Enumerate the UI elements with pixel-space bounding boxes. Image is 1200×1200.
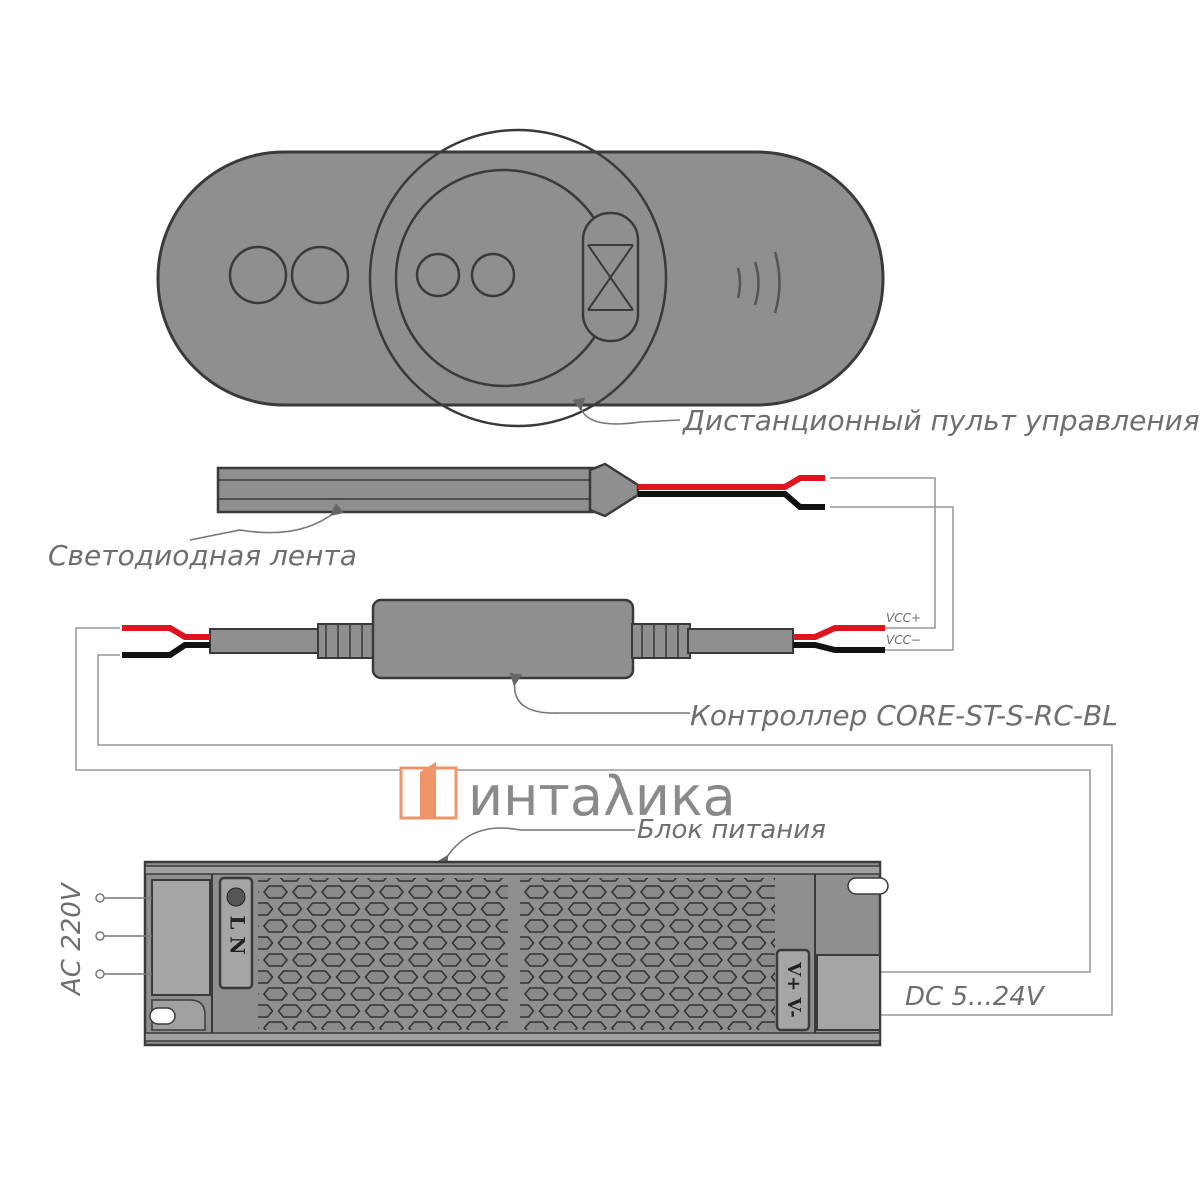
output-terminal-label: V+ V- [783, 961, 804, 1017]
remote-button [290, 245, 350, 305]
dc-voltage-label: DC 5...24V [905, 982, 1046, 1012]
controller [122, 598, 885, 680]
ac-input-terminals [95, 893, 152, 979]
remote-button [470, 252, 516, 298]
wireless-signal-icon [736, 251, 781, 314]
logo-text: интаλика [468, 765, 736, 828]
remote-control [156, 128, 885, 428]
vcc-plus-label: VCC+ [886, 611, 921, 625]
remote-label: Дистанционный пульт управления [681, 404, 1200, 437]
input-terminal-label: L N [226, 915, 250, 954]
remote-button [228, 245, 288, 305]
vcc-minus-label: VCC− [886, 633, 921, 647]
power-supply: L N V+ V- [143, 860, 889, 1047]
psu-label: Блок питания [637, 815, 826, 845]
ac-voltage-label: AC 220V [57, 881, 87, 997]
ground-icon [226, 887, 246, 907]
remote-button [415, 252, 461, 298]
connection-lines [75, 477, 1113, 1016]
strip-label: Светодиодная лента [48, 539, 357, 572]
controller-label: Контроллер CORE-ST-S-RC-BL [690, 699, 1118, 732]
intalika-logo: интаλика [399, 762, 736, 828]
led-strip [216, 462, 825, 518]
